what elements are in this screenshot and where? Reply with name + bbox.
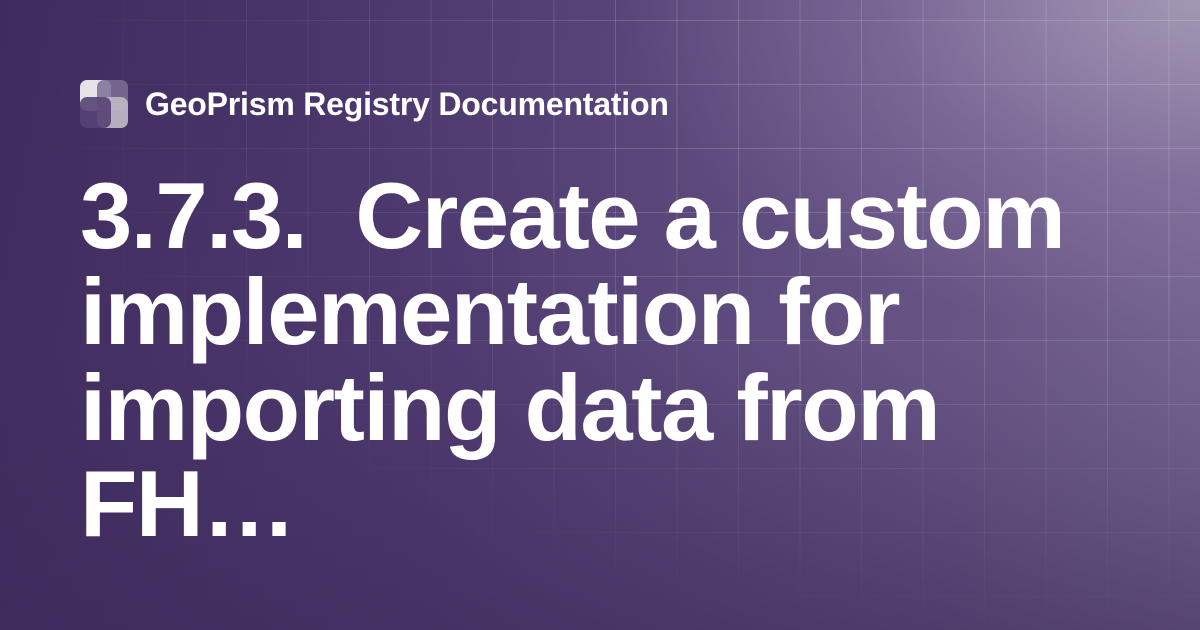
page-title: 3.7.3. Create a custom implementation fo… (80, 168, 1140, 552)
title-line-2: implementation for (80, 259, 901, 364)
title-line-1: 3.7.3. Create a custom (80, 163, 1066, 268)
site-name: GeoPrism Registry Documentation (145, 85, 669, 122)
site-header: GeoPrism Registry Documentation (80, 80, 669, 128)
logo-square-bottom-left (80, 97, 111, 128)
title-line-3: importing data from (80, 355, 941, 460)
title-line-4: FH… (80, 451, 296, 556)
overlapping-squares-logo-icon (80, 80, 128, 128)
